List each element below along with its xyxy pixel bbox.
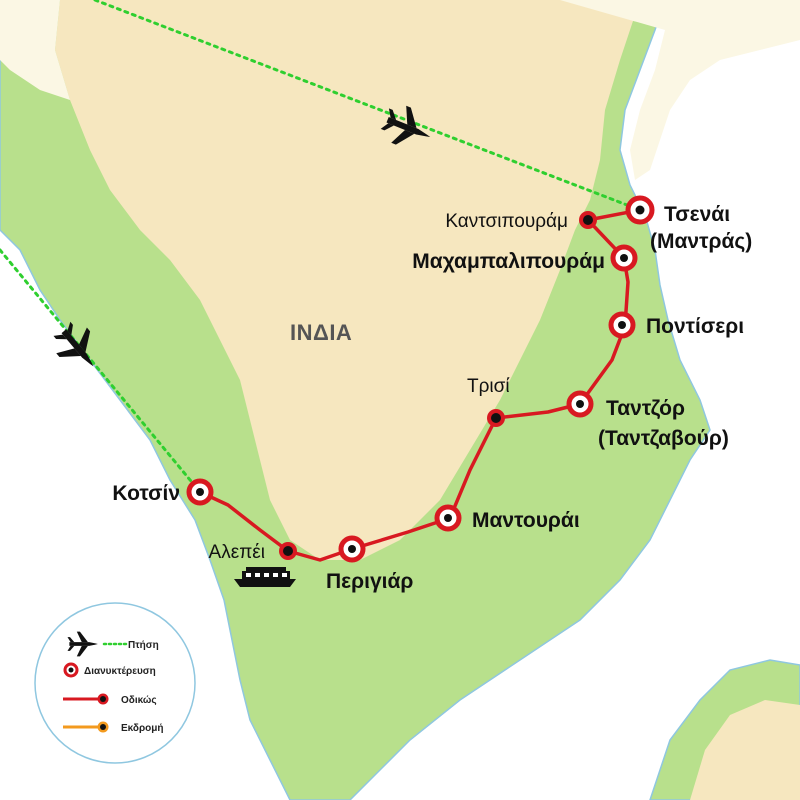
excursion-stop-icon [97,721,109,733]
legend-frame [34,602,196,764]
land-northwest [0,0,70,100]
inland-plateau [55,0,640,560]
legend-excursion-label: Εκδρομή [121,723,164,734]
overnight-stop-icon [608,311,636,339]
route-stop-icon [97,693,109,705]
overnight-stop-icon [63,662,79,678]
flight-route-west [0,248,202,494]
label-chennai: Τσενάι [664,203,730,226]
label-chennai-alt: (Μαντράς) [650,230,752,253]
overnight-stop-icon [434,504,462,532]
route-stop-icon [279,542,297,560]
label-periyar: Περιγιάρ [326,570,413,593]
route-stop-icon [579,211,597,229]
legend: Πτήση Διανυκτέρευση Οδικώς Εκδρομή [34,602,196,764]
label-tanjore-alt: (Ταντζαβούρ) [598,427,729,450]
legend-road-label: Οδικώς [121,695,157,706]
route-stop-icon [487,409,505,427]
label-alleppey: Αλεπέι [209,542,265,563]
houseboat-icon [234,567,296,587]
overnight-stop-icon [610,244,638,272]
label-trichy: Τρισί [467,376,510,397]
label-tanjore: Ταντζόρ [606,397,685,420]
flight-route-north [93,0,642,212]
overnight-stop-icon [625,195,655,225]
country-label: ΙΝΔΙΑ [290,320,352,345]
label-pondicherry: Ποντίσερι [646,315,744,338]
label-kanchipuram: Καντσιπουράμ [445,211,568,232]
label-cochin: Κοτσίν [112,482,180,505]
label-mahabalipuram: Μαχαμπαλιπουράμ [412,250,605,273]
overnight-stop-icon [186,478,214,506]
land-northeast [560,0,800,180]
island-south-east-inland [690,700,800,800]
overnight-stop-icon [338,535,366,563]
label-madurai: Μαντουράι [472,509,580,532]
legend-overnight-label: Διανυκτέρευση [84,666,156,677]
legend-flight-label: Πτήση [128,640,159,651]
overnight-stop-icon [566,390,594,418]
